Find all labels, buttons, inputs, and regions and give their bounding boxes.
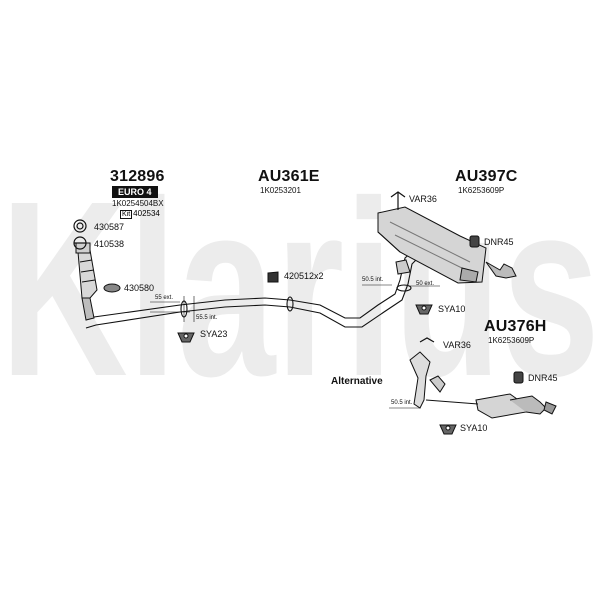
tail-dnr45-label: DNR45 [484,237,514,247]
front-int-dim: 55.5 int. [196,315,218,321]
alt-mount-sya10-label: SYA10 [460,423,488,433]
alt-hanger-var36-label: VAR36 [443,340,471,350]
alt-hanger-var36-icon [419,337,435,343]
hanger-var36-icon [390,191,406,210]
clamp-430587-label: 430587 [94,222,125,232]
rear-ext-dim: 50 ext. [416,281,435,287]
euro-badge: EURO 4 [112,186,158,198]
front-pipe [85,251,419,329]
rear-silencer [377,206,517,284]
front-ext-dim: 55 ext. [155,295,174,301]
tail-dnr45-icon [469,235,480,248]
front-oem: 1K0254504BX [112,199,164,208]
gasket-430580-icon [103,283,121,293]
clamp-410538-label: 410538 [94,239,125,249]
mount-sya10-icon [415,304,433,315]
gasket-430580-label: 430580 [124,283,155,293]
clamp-430587-icon [73,219,87,233]
clamp-420512-label: 420512x2 [284,271,324,281]
alt-int-dim: 50.5 int. [391,400,413,406]
flange-rear [396,284,412,292]
rear-int-dim: 50.5 int. [362,277,384,283]
alternative-silencer [409,351,557,419]
alternative-title: Alternative [331,376,383,387]
watermark-text: Klarius [0,170,600,400]
kit-number: 402534 [133,209,160,218]
flange-centre [286,296,294,312]
alt-tail-dnr45-icon [513,371,524,384]
alt-mount-sya10-icon [439,424,457,435]
hanger-var36-label: VAR36 [409,194,437,204]
rear-part-number: AU397C [455,168,518,185]
clamp-420512-icon [267,271,279,283]
front-part-number: 312896 [110,168,165,185]
alternative-oem: 1K6253609P [488,336,535,345]
centre-part-number: AU361E [258,168,320,185]
mount-sya23-label: SYA23 [200,329,228,339]
alt-tail-dnr45-label: DNR45 [528,373,558,383]
alternative-part-number: AU376H [484,318,547,335]
centre-oem: 1K0253201 [260,186,301,195]
clamp-410538-icon [73,236,87,250]
mount-sya23-icon [177,332,195,343]
mount-sya10-label: SYA10 [438,304,466,314]
rear-oem: 1K6253609P [458,186,505,195]
catalytic-converter [75,242,98,321]
watermark-logo: Klarius [0,170,600,400]
kit-prefix: Kit [120,210,133,219]
